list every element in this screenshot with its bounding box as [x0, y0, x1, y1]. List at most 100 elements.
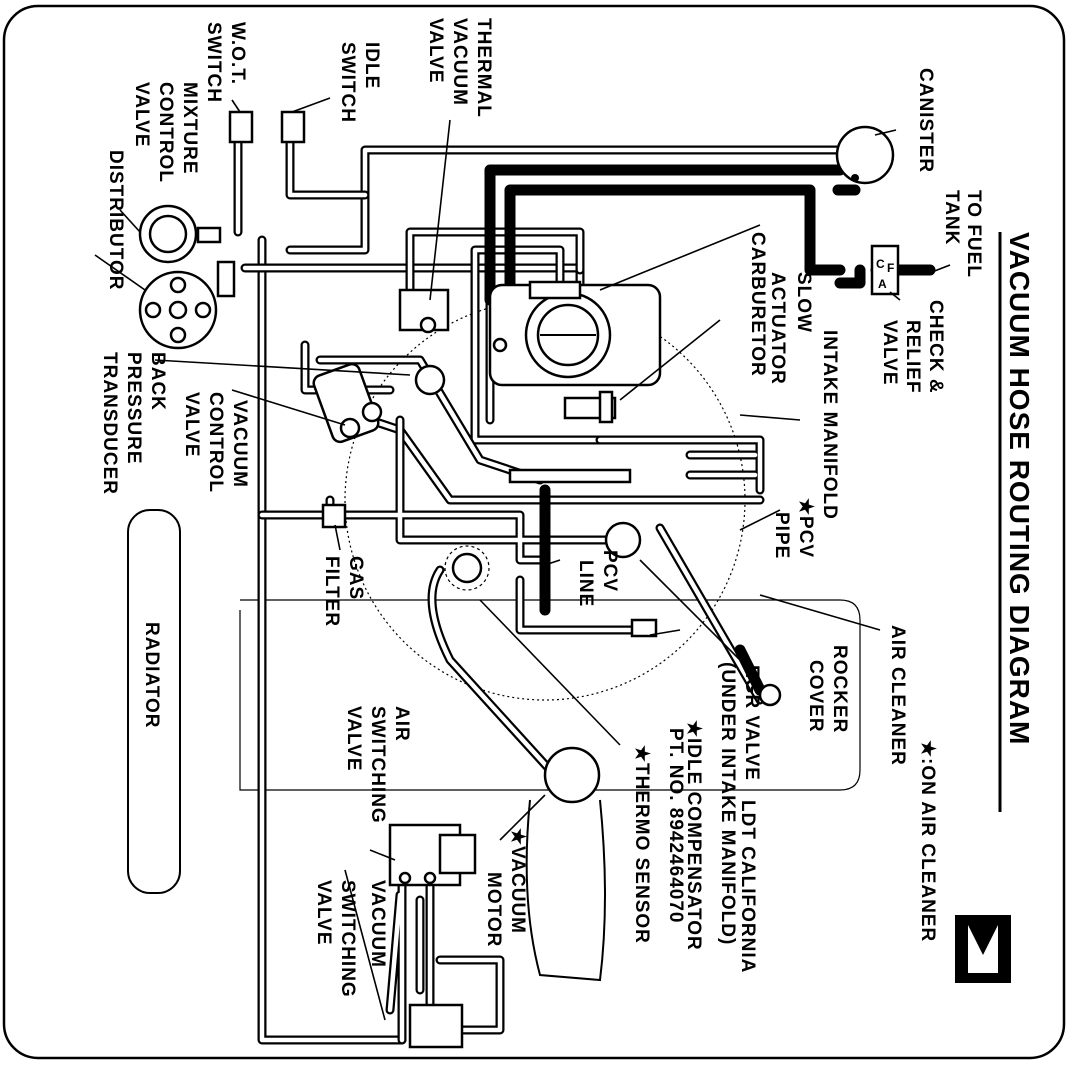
vacuum-motor	[543, 746, 601, 804]
vacuum-control-valve	[414, 364, 446, 396]
vsv-line1: VACUUM	[367, 880, 388, 968]
wot-switch-line2: SWITCH	[203, 22, 224, 103]
model-label: LDT CALIFORNIA	[737, 800, 758, 973]
label-mixture-control-valve: MIXTURE CONTROL VALVE	[131, 82, 200, 183]
bpt-line1: BACK	[147, 352, 168, 411]
diagram-title: VACUUM HOSE ROUTING DIAGRAM	[1004, 232, 1035, 745]
carburetor	[488, 280, 662, 387]
to-fuel-tank-line1: TO FUEL	[963, 190, 984, 278]
egr-valve	[604, 521, 642, 559]
pcv-pipe-line1: ★PCV	[795, 498, 816, 558]
mcv-line2: CONTROL	[155, 82, 176, 183]
vacuum-hoses	[233, 135, 843, 1045]
vcv-line2: CONTROL	[205, 392, 226, 493]
label-slow-actuator: SLOW ACTUATOR	[767, 272, 814, 385]
thermo-sensor	[444, 545, 490, 591]
label-to-fuel-tank: TO FUEL TANK	[941, 190, 984, 278]
label-egr-valve: EGR VALVE (UNDER INTAKE MANIFOLD)	[717, 662, 762, 945]
label-thermal-vacuum-valve: THERMAL VACUUM VALVE	[425, 18, 494, 118]
label-vacuum-switching-valve: VACUUM SWITCHING VALVE	[313, 880, 388, 998]
egr-valve-line1: EGR VALVE	[741, 665, 762, 781]
asv-line2: SWITCHING	[367, 706, 388, 824]
label-check-relief-valve: CHECK & RELIEF VALVE	[879, 300, 946, 394]
gas-filter	[321, 503, 347, 529]
check-relief-valve: C F A	[870, 244, 900, 296]
slow-actuator-line1: SLOW	[793, 272, 814, 333]
label-idle-compensator: ★IDLE COMPENSATOR	[683, 720, 704, 951]
label-back-pressure-transducer: BACK PRESSURE TRANSDUCER	[99, 352, 168, 495]
label-intake-manifold: INTAKE MANIFOLD	[819, 330, 840, 520]
mixture-control-valve	[138, 204, 222, 264]
intake-manifold	[508, 468, 632, 484]
label-idle-switch: IDLE SWITCH	[337, 42, 382, 123]
label-vacuum-motor: ★VACUUM MOTOR	[483, 828, 528, 947]
slow-actuator	[563, 390, 617, 424]
part-number: PT. NO. 8942464070	[665, 728, 686, 923]
idle-switch-line2: SWITCH	[337, 42, 358, 123]
radiator-outline	[127, 509, 181, 894]
vsv-line3: VALVE	[313, 880, 334, 946]
check-relief-line2: RELIEF	[902, 320, 923, 394]
check-relief-line3: VALVE	[879, 320, 900, 386]
label-wot-switch: W.O.T. SWITCH	[203, 22, 248, 103]
label-rocker-cover: ROCKER COVER	[805, 645, 850, 733]
vcv-line3: VALVE	[181, 392, 202, 458]
wot-switch	[228, 110, 254, 144]
cf-mark: C	[876, 257, 885, 271]
asv-line1: AIR	[391, 706, 412, 742]
vacuum-switching-valve	[408, 1003, 464, 1049]
label-thermo-sensor: ★THERMO SENSOR	[631, 745, 652, 944]
vacuum-motor-line1: ★VACUUM	[507, 828, 528, 934]
intake-duct	[525, 799, 606, 982]
thermal-vacuum-valve	[398, 288, 450, 334]
vacuum-motor-line2: MOTOR	[483, 872, 504, 947]
rocker-cover-fitting	[758, 683, 782, 707]
label-canister: CANISTER	[915, 68, 936, 173]
idle-switch	[280, 110, 306, 144]
pcv-line-line2: LINE	[575, 560, 596, 607]
gas-filter-line2: FILTER	[321, 556, 342, 627]
air-cleaner-note: ★:ON AIR CLEANER	[917, 740, 938, 942]
mcv-line3: VALVE	[131, 82, 152, 148]
vapor-lines	[484, 164, 936, 696]
isuzu-logo-icon	[955, 915, 1011, 983]
radiator-label: RADIATOR	[141, 622, 162, 729]
label-vacuum-control-valve: VACUUM CONTROL VALVE	[181, 392, 250, 493]
label-carburetor: CARBURETOR	[747, 232, 768, 377]
canister	[835, 125, 895, 194]
label-air-cleaner: AIR CLEANER	[887, 625, 908, 766]
label-gas-filter: GAS FILTER	[321, 556, 366, 627]
pcv-pipe-line2: PIPE	[771, 512, 792, 559]
label-pcv-pipe: ★PCV PIPE	[771, 498, 816, 559]
tvv-line1: THERMAL	[473, 18, 494, 118]
wot-switch-line1: W.O.T.	[227, 22, 248, 85]
label-distributor: DISTRIBUTOR	[105, 150, 126, 290]
label-air-switching-valve: AIR SWITCHING VALVE	[343, 706, 412, 824]
tvv-line3: VALVE	[425, 18, 446, 84]
back-pressure-transducer	[312, 362, 383, 444]
gas-filter-line1: GAS	[345, 556, 366, 600]
mcv-line1: MIXTURE	[179, 82, 200, 175]
to-fuel-tank-line2: TANK	[941, 190, 962, 245]
idle-compensator	[630, 618, 658, 638]
rocker-cover-line1: ROCKER	[829, 645, 850, 733]
pcv-line-line1: PCV	[599, 550, 620, 592]
distributor	[138, 260, 236, 350]
rocker-cover-line2: COVER	[805, 660, 826, 733]
ca-mark: A	[878, 277, 887, 291]
air-switching-valve	[388, 823, 477, 887]
egr-valve-line2: (UNDER INTAKE MANIFOLD)	[717, 662, 738, 945]
vsv-line2: SWITCHING	[337, 880, 358, 998]
air-cleaner-housing	[239, 599, 861, 791]
asv-line3: VALVE	[343, 706, 364, 772]
cf-mark-f: F	[887, 261, 894, 275]
check-relief-line1: CHECK &	[925, 300, 946, 394]
bpt-line3: TRANSDUCER	[99, 352, 120, 495]
label-pcv-line: PCV LINE	[575, 550, 620, 607]
idle-switch-line1: IDLE	[361, 42, 382, 89]
bpt-line2: PRESSURE	[123, 352, 144, 465]
slow-actuator-line2: ACTUATOR	[767, 272, 788, 385]
tvv-line2: VACUUM	[449, 18, 470, 106]
vcv-line1: VACUUM	[229, 400, 250, 488]
